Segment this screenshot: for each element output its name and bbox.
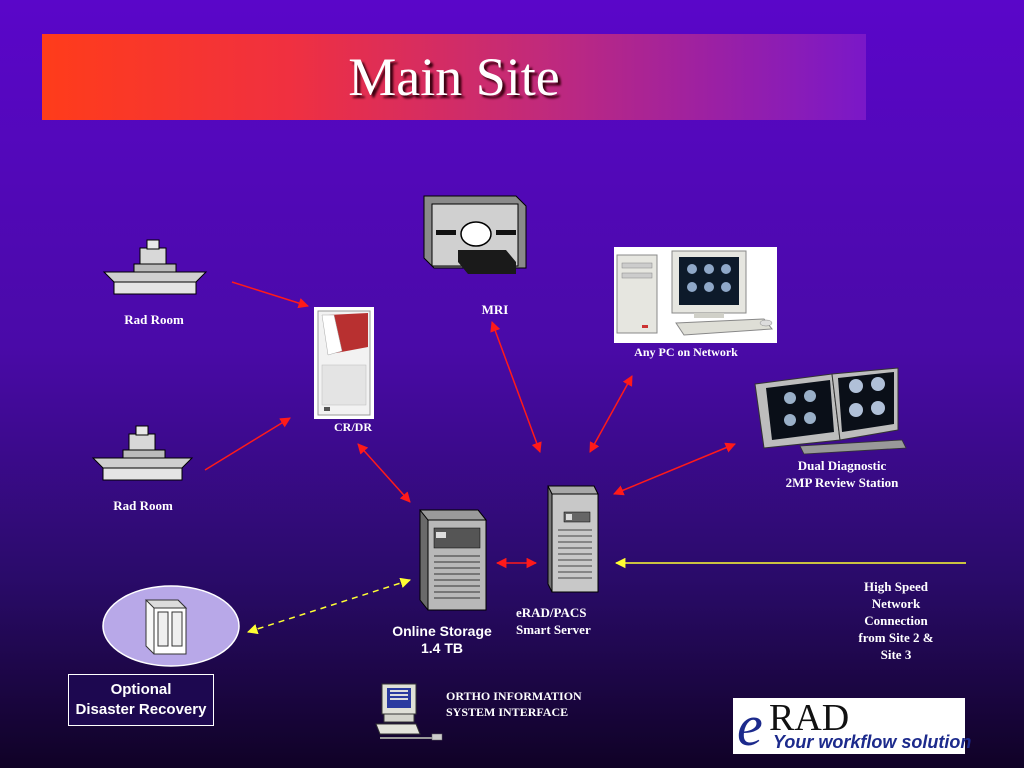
smart-server-label-line2: Smart Server bbox=[516, 622, 591, 637]
slide-title: Main Site bbox=[348, 47, 560, 107]
online-storage-label-line1: Online Storage bbox=[392, 623, 492, 639]
arrow-pc-server bbox=[589, 375, 633, 453]
erad-logo: e RAD Your workflow solution bbox=[733, 693, 971, 758]
high-speed-label-line5: Site 3 bbox=[880, 647, 912, 662]
dual-diagnostic-label: Dual Diagnostic 2MP Review Station bbox=[768, 457, 916, 491]
rad-room-1-label: Rad Room bbox=[124, 312, 184, 327]
arrow-review-server bbox=[613, 442, 736, 496]
any-pc-label: Any PC on Network bbox=[634, 345, 738, 359]
ortho-interface-label-line2: SYSTEM INTERFACE bbox=[446, 705, 569, 719]
mri-label: MRI bbox=[481, 302, 509, 317]
arrow-radroom1-crdr bbox=[231, 281, 310, 309]
high-speed-label: High Speed Network Connection from Site … bbox=[844, 578, 948, 663]
cr-dr-label: CR/DR bbox=[334, 420, 372, 434]
arrow-crdr-storage bbox=[357, 443, 411, 503]
title-bar: Main Site bbox=[42, 34, 866, 120]
online-storage-label-line2: 1.4 TB bbox=[420, 640, 463, 656]
smart-server-label-line1: eRAD/PACS bbox=[516, 605, 587, 620]
high-speed-label-line4: from Site 2 & bbox=[858, 630, 934, 645]
dual-diagnostic-label-line1: Dual Diagnostic bbox=[797, 458, 887, 473]
ortho-interface-label-line1: ORTHO INFORMATION bbox=[446, 689, 582, 703]
high-speed-label-line3: Connection bbox=[864, 613, 928, 628]
rad-room-2-label: Rad Room bbox=[113, 498, 173, 513]
ortho-interface-label: ORTHO INFORMATION SYSTEM INTERFACE bbox=[446, 688, 606, 720]
logo-e: e bbox=[737, 693, 763, 758]
dual-diagnostic-label-line2: 2MP Review Station bbox=[785, 475, 899, 490]
disaster-recovery-line1: Optional bbox=[110, 681, 172, 698]
smart-server-label: eRAD/PACS Smart Server bbox=[516, 604, 626, 638]
high-speed-label-line1: High Speed bbox=[864, 579, 928, 594]
logo-tagline: Your workflow solution bbox=[773, 732, 972, 752]
high-speed-label-line2: Network bbox=[871, 596, 921, 611]
desktop-pc-icon bbox=[614, 247, 777, 343]
logo-rad: RAD bbox=[769, 697, 850, 739]
disaster-recovery-line2: Disaster Recovery bbox=[75, 701, 207, 718]
arrow-mri-server bbox=[490, 321, 542, 453]
disaster-recovery-box: Optional Disaster Recovery bbox=[68, 674, 214, 726]
cr-reader-icon bbox=[314, 307, 374, 419]
online-storage-label: Online Storage 1.4 TB bbox=[380, 623, 504, 657]
arrow-radroom2-crdr bbox=[204, 417, 291, 471]
